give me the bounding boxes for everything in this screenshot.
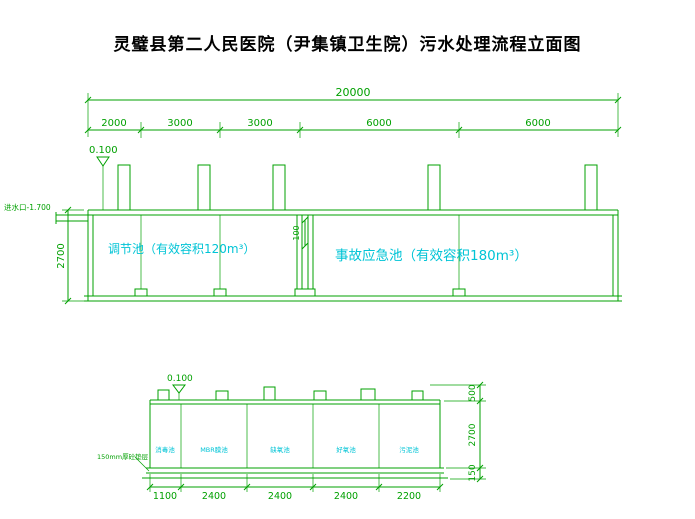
top-elevation-mark: 0.100 (89, 145, 118, 210)
dim-tick (84, 96, 92, 104)
dim-tick (375, 483, 383, 491)
dim-height-500: 500 (468, 384, 478, 401)
base-note-label: 150mm厚砼垫层 (97, 452, 149, 461)
inlet-label: 进水口-1.700 (4, 202, 51, 212)
dim-segment-5: 6000 (525, 118, 550, 129)
compartment-label-3: 缺氧池 (270, 445, 290, 454)
dim-tick (301, 242, 309, 250)
compartment-label-5: 污泥池 (399, 445, 419, 454)
roof-vent (197, 164, 211, 211)
dim-tick (455, 126, 463, 134)
dim-height-150: 150 (468, 464, 478, 481)
footing (134, 288, 148, 297)
compartment-labels: 消毒池 MBR膜池 缺氧池 好氧池 污泥池 (155, 445, 419, 454)
dim-tick (476, 464, 484, 472)
roof-equipment (360, 388, 376, 401)
compartment-label-1: 消毒池 (155, 445, 175, 454)
dim-width-1: 1100 (153, 491, 177, 502)
base-note: 150mm厚砼垫层 (97, 452, 150, 472)
elevation-triangle-icon (96, 156, 110, 167)
roof-vent (272, 164, 286, 211)
top-dimension-chain: 20000 2000 3000 3000 6000 6000 (84, 86, 622, 138)
dim-tick (614, 126, 622, 134)
dim-segment-4: 6000 (366, 118, 391, 129)
dim-width-4: 2400 (334, 491, 358, 502)
dim-tick (243, 483, 251, 491)
dim-height-2700: 2700 (468, 423, 478, 446)
roof-vent (117, 164, 131, 211)
roof-vent (584, 164, 598, 211)
dim-tick (301, 216, 309, 224)
dim-tick (146, 483, 154, 491)
dim-tick (309, 483, 317, 491)
roof-vent (427, 164, 441, 211)
dim-width-2: 2400 (202, 491, 226, 502)
footing (294, 288, 316, 297)
leader-line (134, 456, 150, 472)
bottom-tank-structure (142, 386, 448, 479)
footing (213, 288, 227, 297)
dim-overall-20000: 20000 (336, 86, 371, 99)
dim-tick (436, 483, 444, 491)
top-elevation-view: 20000 2000 3000 3000 6000 6000 0.100 (4, 86, 622, 305)
wall-gap-dimension: 100 (292, 216, 309, 250)
bottom-elevation-mark: 0.100 (167, 374, 193, 400)
drawing-title: 灵璧县第二人民医院（尹集镇卫生院）污水处理流程立面图 (113, 35, 582, 54)
roof-equipment (313, 390, 327, 401)
dim-tick (216, 126, 224, 134)
footing (452, 288, 466, 297)
elevation-value: 0.100 (89, 145, 118, 156)
bottom-elevation-view: 0.100 消毒池 MBR膜池 (97, 374, 486, 502)
dim-tick (614, 96, 622, 104)
roof-equipment (215, 390, 229, 401)
dim-tick (476, 475, 484, 483)
dim-segment-2: 3000 (167, 118, 192, 129)
dim-tick (476, 397, 484, 405)
dim-tick (64, 297, 72, 305)
bottom-width-dimensions: 1100 2400 2400 2400 2200 (146, 474, 444, 502)
dim-tick (137, 126, 145, 134)
dim-tick (296, 126, 304, 134)
dim-width-5: 2200 (397, 491, 421, 502)
dim-tick (64, 206, 72, 214)
dim-segment-3: 3000 (247, 118, 272, 129)
top-height-dimension: 2700 (56, 206, 84, 305)
compartment-label-4: 好氧池 (336, 445, 356, 454)
elevation-triangle-icon (172, 384, 186, 394)
dim-tick (476, 381, 484, 389)
dim-width-3: 2400 (268, 491, 292, 502)
top-tank-structure (84, 164, 622, 302)
dim-segment-1: 2000 (101, 118, 126, 129)
tank2-label: 事故应急池（有效容积180m³） (335, 247, 528, 264)
dim-wall-100: 100 (292, 225, 301, 240)
dim-height-2700: 2700 (56, 243, 67, 268)
roof-equipment (157, 389, 170, 401)
tank1-label: 调节池（有效容积120m³） (108, 241, 255, 256)
dim-tick (84, 126, 92, 134)
elevation-value: 0.100 (167, 374, 193, 384)
compartment-label-2: MBR膜池 (200, 445, 228, 454)
right-height-dimensions: 500 2700 150 (430, 381, 486, 483)
dim-tick (177, 483, 185, 491)
inlet-annotation: 进水口-1.700 (4, 202, 88, 224)
roof-equipment (411, 390, 424, 401)
roof-equipment (263, 386, 276, 401)
